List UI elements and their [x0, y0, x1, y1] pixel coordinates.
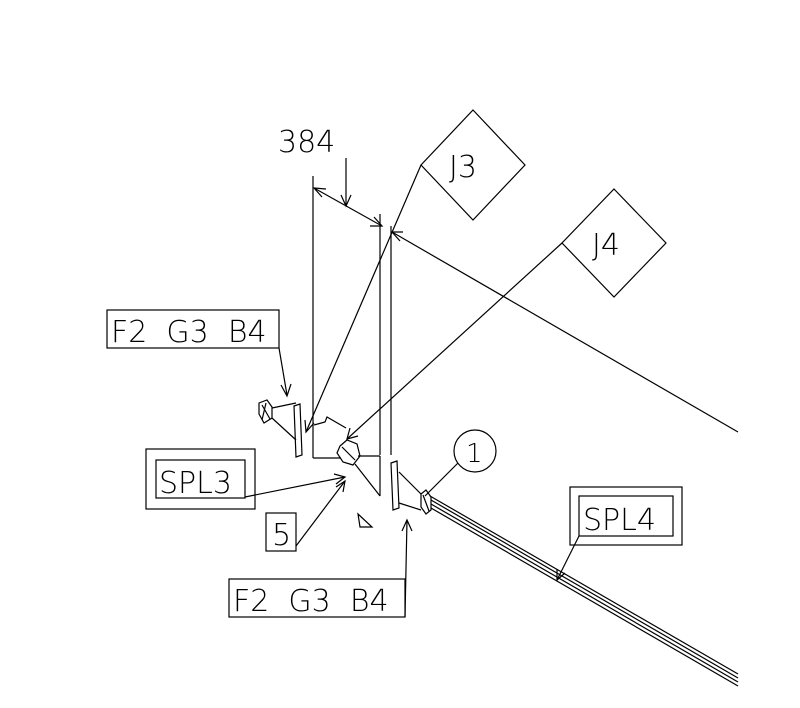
right-plate — [390, 460, 400, 511]
tag-spl3-leader — [244, 476, 346, 498]
item-5-arrowhead — [335, 479, 346, 493]
left-component — [258, 399, 303, 458]
item-5-leader — [295, 480, 346, 547]
dimension-arrowhead-left — [312, 187, 327, 198]
balloon-1: 1 — [424, 429, 497, 497]
item-5: 5 — [265, 479, 346, 553]
tag-j3: J3 — [304, 109, 526, 434]
tag-j4: J4 — [346, 188, 667, 440]
tag-j3-leader — [305, 164, 422, 433]
pipe-line-3 — [430, 503, 739, 683]
right-connector-bottom — [398, 502, 422, 511]
pipe-line-4 — [430, 507, 739, 687]
tag-j3-diamond — [420, 109, 526, 221]
tag-spl3: SPL3 — [145, 448, 347, 510]
long-diagonal-line — [391, 231, 739, 433]
balloon-1-label: 1 — [466, 439, 483, 469]
item-5-box — [265, 512, 297, 552]
callout-bottom-label: F2 G3 B4 — [233, 584, 389, 619]
pipe-line-2 — [430, 499, 739, 679]
tag-spl3-outer — [145, 448, 256, 510]
center-valve-inner — [341, 446, 356, 461]
tag-spl4-leader — [556, 535, 580, 581]
dimension-value: 384 — [278, 125, 335, 160]
tag-spl4-arrowhead — [556, 569, 566, 582]
tag-j3-label: J3 — [449, 150, 477, 185]
center-component — [312, 416, 381, 528]
left-connector-bottom — [271, 417, 297, 441]
center-out-diag-2 — [354, 463, 381, 497]
callout-bottom-arrowhead — [401, 518, 413, 532]
tag-j4-diamond — [561, 188, 667, 298]
center-bracket — [313, 416, 347, 429]
balloon-1-circle — [453, 429, 497, 473]
center-triangle-marker — [357, 512, 374, 528]
right-connector-top — [398, 471, 422, 495]
dimension-arrowhead-right — [370, 216, 384, 227]
tag-j4-arrowhead — [346, 427, 359, 440]
callout-top-leader — [278, 347, 288, 396]
tag-spl4-inner — [578, 495, 674, 537]
tag-spl4-label: SPL4 — [583, 503, 656, 538]
callout-bottom: F2 G3 B4 — [228, 518, 413, 619]
callout-top-arrowhead — [280, 383, 292, 398]
pipe-line-1 — [429, 495, 739, 675]
center-hex-valve — [336, 439, 361, 466]
right-hex-inner — [422, 494, 430, 512]
dimension-384: 384 — [278, 125, 392, 455]
tag-j4-label: J4 — [592, 228, 620, 263]
left-hex-inner-2 — [261, 402, 267, 421]
left-hex-inner — [261, 404, 271, 420]
left-connector-top — [271, 402, 297, 409]
dimension-line — [313, 187, 383, 227]
balloon-1-leader — [424, 462, 459, 497]
item-5-label: 5 — [272, 518, 291, 553]
tag-j3-arrowhead — [304, 419, 315, 434]
tag-spl3-inner — [155, 459, 246, 499]
tag-spl3-label: SPL3 — [159, 466, 232, 501]
callout-bottom-leader — [404, 519, 408, 618]
callout-top-label: F2 G3 B4 — [111, 315, 267, 350]
tag-j4-leader — [346, 242, 563, 440]
long-diagonal-arrowhead — [390, 231, 403, 242]
tag-spl3-arrowhead — [333, 473, 347, 485]
callout-top: F2 G3 B4 — [106, 309, 292, 398]
left-plate — [293, 403, 303, 458]
pipe-spl4 — [429, 495, 739, 687]
right-component — [390, 460, 432, 515]
callout-top-box — [106, 309, 280, 349]
tag-spl4: SPL4 — [556, 486, 683, 582]
tag-spl4-outer — [569, 486, 683, 546]
right-hex-nut — [420, 489, 432, 515]
